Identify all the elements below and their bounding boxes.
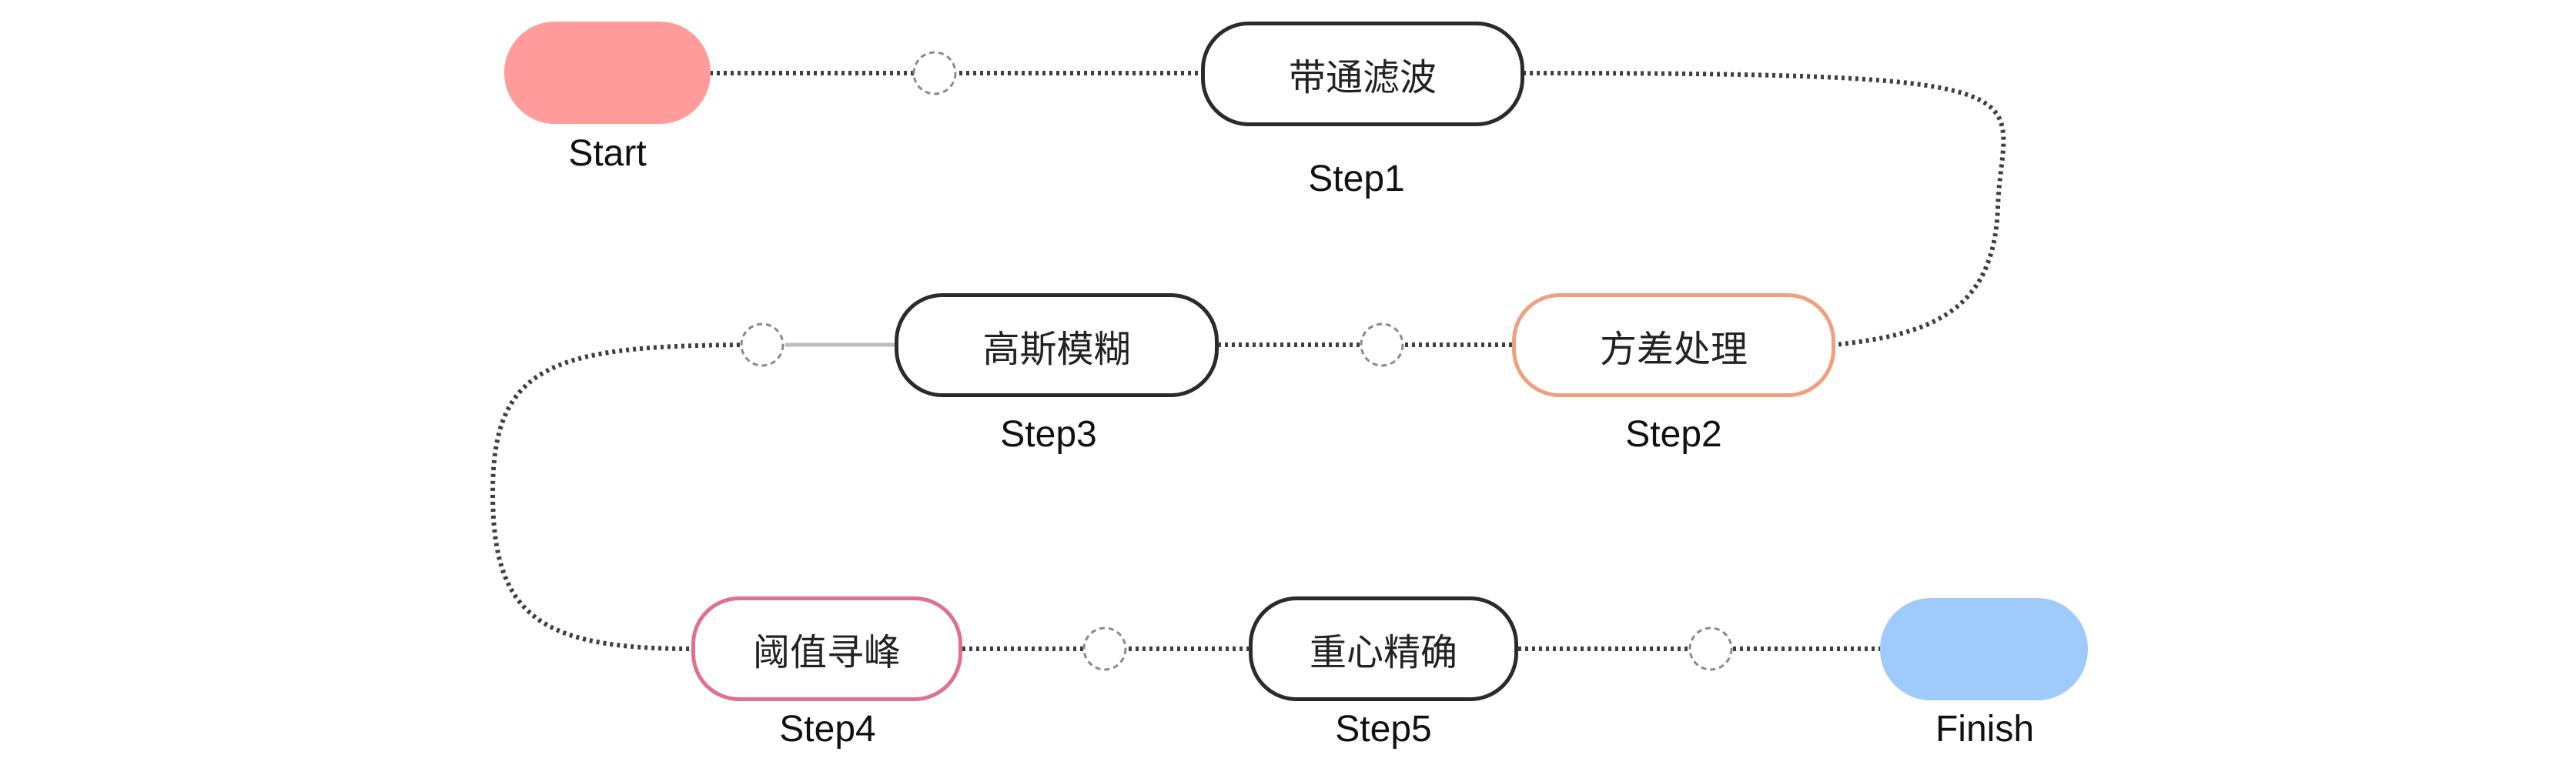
step5-caption: Step5 (1335, 709, 1432, 750)
step4-caption: Step4 (779, 709, 876, 750)
step1-caption: Step1 (1308, 159, 1405, 199)
step3-box: 高斯模糊 (895, 293, 1219, 397)
step1-box: 带通滤波 (1201, 22, 1524, 126)
junction-node-4 (1082, 626, 1127, 671)
junction-node-2 (1360, 322, 1404, 367)
step3-caption: Step3 (1000, 414, 1097, 455)
step2-caption: Step2 (1625, 414, 1722, 455)
start-terminal (504, 22, 711, 124)
start-label: Start (568, 133, 647, 174)
step2-box: 方差处理 (1512, 293, 1835, 397)
connector-step3-step4 (490, 342, 761, 651)
finish-label: Finish (1935, 709, 2035, 750)
finish-terminal (1880, 598, 2088, 700)
junction-node-1 (912, 51, 957, 95)
step5-box: 重心精确 (1249, 596, 1518, 701)
junction-node-3 (740, 322, 785, 367)
step4-box: 阈值寻峰 (691, 596, 962, 701)
connector-step1-step2 (1522, 71, 2006, 347)
junction-node-5 (1688, 626, 1733, 671)
